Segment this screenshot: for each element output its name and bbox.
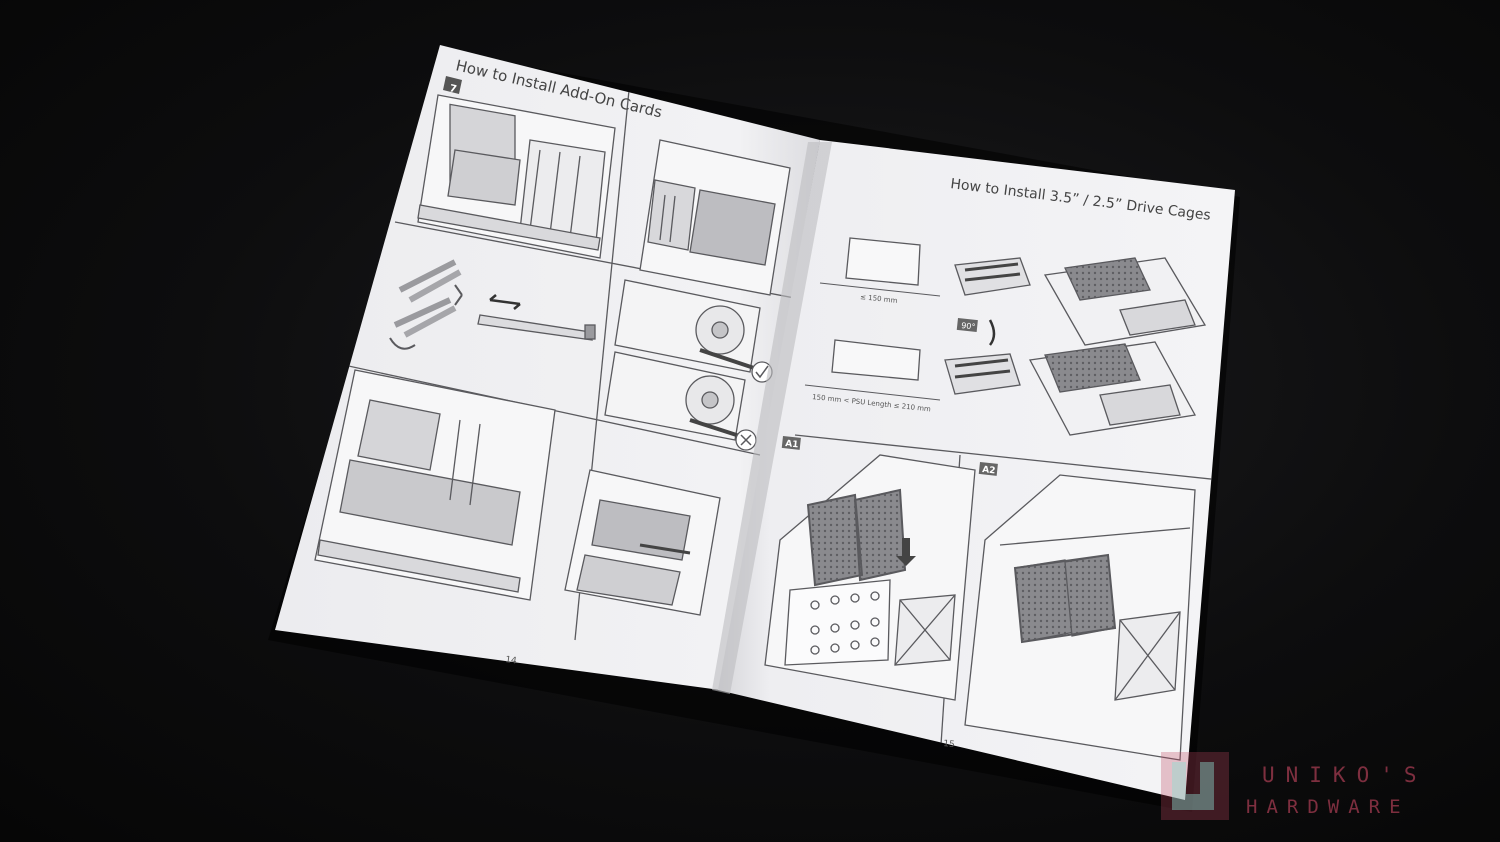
panel-a2-label: A2 xyxy=(982,465,996,476)
watermark-logo-icon xyxy=(1161,752,1229,820)
rotation-badge xyxy=(956,318,978,333)
rotate-arrow xyxy=(988,319,996,346)
cage-tray-illustration-2 xyxy=(1028,341,1197,436)
right-page: How to Install 3.5” / 2.5” Drive Cages ≤… xyxy=(712,140,1235,800)
case-illustration-2 xyxy=(314,369,556,601)
panel-a1-illustration xyxy=(764,454,976,701)
watermark-line-2: HARDWARE xyxy=(1246,796,1410,818)
left-page-number: 14 xyxy=(505,655,518,667)
card-installed-illustration xyxy=(639,139,791,296)
drive-cage-illustration-2 xyxy=(944,353,1021,395)
rotation-label: 90° xyxy=(961,321,976,331)
psu-dimension-sketch-1 xyxy=(819,237,941,297)
cage-tray-illustration-1 xyxy=(1043,257,1207,346)
left-page: 7 How to Install Add-On Cards 14 xyxy=(275,45,820,690)
watermark: UNIKO'S HARDWARE xyxy=(1161,752,1428,820)
gpu-bracket-comparison xyxy=(604,279,773,451)
dimension-label-top: ≤ 150 mm xyxy=(860,293,898,305)
drive-cage-illustration-1 xyxy=(954,257,1031,296)
step-badge-box xyxy=(443,76,462,94)
insert-arrow xyxy=(896,538,916,566)
bracket-parts-illustration xyxy=(389,259,596,350)
card-support-illustration xyxy=(564,469,721,616)
watermark-line-1: UNIKO'S xyxy=(1262,763,1428,787)
case-illustration-1 xyxy=(417,94,616,259)
panel-a2-badge xyxy=(978,462,998,476)
right-page-number: 15 xyxy=(943,739,955,750)
panel-a2-illustration xyxy=(964,474,1196,761)
panel-a1-label: A1 xyxy=(785,439,799,450)
psu-dimension-sketch-2 xyxy=(804,339,941,401)
step-badge: 7 xyxy=(448,83,457,95)
panel-a1-badge xyxy=(781,436,801,450)
